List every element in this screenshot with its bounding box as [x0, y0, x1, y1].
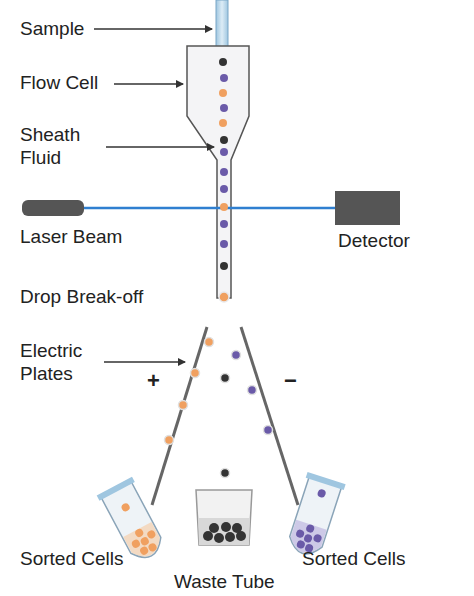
part-label: Waste Tube — [174, 571, 275, 594]
polarity-sign: + — [147, 368, 160, 394]
part-label: Flow Cell — [20, 72, 98, 95]
polarity-sign: − — [284, 368, 297, 394]
part-label: Sorted Cells — [20, 548, 124, 571]
part-label: Electric Plates — [20, 340, 105, 386]
part-label: Sheath Fluid — [20, 124, 105, 170]
part-label: Drop Break-off — [20, 286, 143, 309]
part-label: Sample — [20, 18, 84, 41]
part-label: Detector — [338, 230, 410, 253]
part-label: Sorted Cells — [302, 548, 406, 571]
part-label: Laser Beam — [20, 226, 122, 249]
